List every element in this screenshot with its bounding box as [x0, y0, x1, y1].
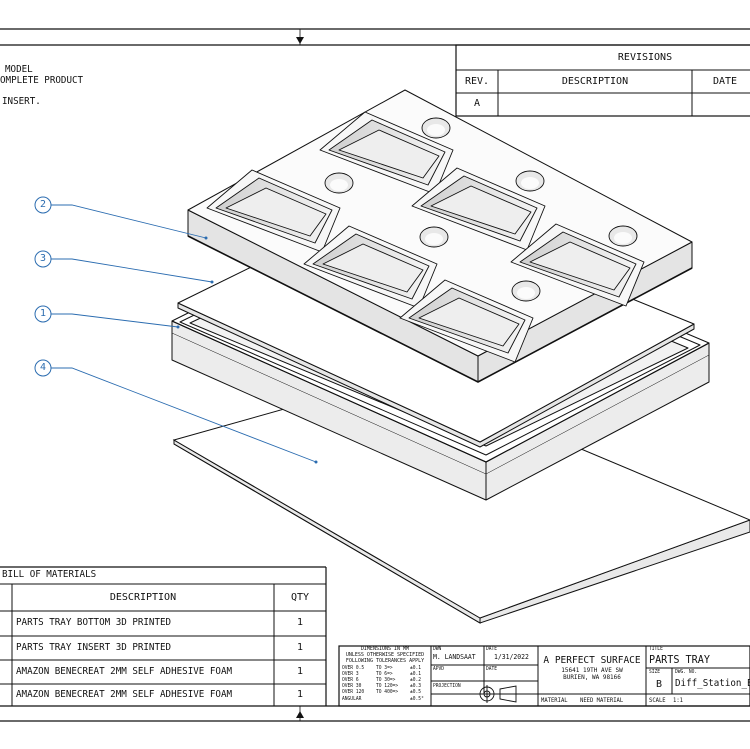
leader-lines — [51, 204, 317, 463]
tolerance-to: TO 6=> — [376, 671, 393, 677]
bom-row-description: AMAZON BENECREAT 2MM SELF ADHESIVE FOAM — [16, 689, 233, 700]
center-mark-arrows — [296, 37, 304, 718]
tolerance-value: ±0.1 — [410, 665, 422, 671]
balloon-1: 1 — [39, 308, 47, 319]
balloon-2: 2 — [39, 199, 47, 210]
bom-header-qty: QTY — [290, 592, 310, 603]
bom-row-qty: 1 — [296, 666, 304, 677]
note-line-1: MODEL — [5, 64, 33, 75]
revisions-table — [455, 44, 750, 117]
tolerance-value: ±0.5° — [410, 696, 424, 702]
tolerance-to: TO 400=> — [376, 689, 399, 695]
tolerance-header-3: FOLLOWING TOLERANCES APPLY — [345, 658, 425, 664]
bom-title: BILL OF MATERIALS — [2, 569, 97, 580]
bom-row-qty: 1 — [296, 689, 304, 700]
pocket — [411, 167, 546, 251]
bom-row-qty: 1 — [296, 642, 304, 653]
tolerance-header-2: UNLESS OTHERWISE SPECIFIED — [345, 652, 425, 658]
apvd-label: APVD — [433, 666, 445, 672]
tolerance-value: ±0.5 — [410, 689, 422, 695]
projection-label: PROJECTION — [433, 683, 461, 689]
balloon-circles — [34, 196, 52, 377]
pocket — [206, 169, 341, 253]
tolerance-range: ANGULAR — [342, 696, 362, 702]
bom-table — [0, 566, 327, 706]
revisions-title: REVISIONS — [617, 52, 673, 63]
apvd-date-label: DATE — [486, 666, 498, 672]
tolerance-to: TO 3=> — [376, 665, 393, 671]
pocket — [510, 223, 645, 307]
tolerance-range: OVER 3 — [342, 671, 359, 677]
tolerance-header-1: DIMENSIONS IN MM — [360, 646, 410, 652]
tolerance-range: OVER 30 — [342, 683, 362, 689]
bom-header-description: DESCRIPTION — [109, 592, 177, 603]
pocket — [303, 225, 438, 309]
tolerance-range: OVER 120 — [342, 689, 365, 695]
dwg-number-label: DWG. NO. — [675, 669, 698, 675]
dwn-label: DWN — [433, 646, 442, 652]
material-label: MATERIAL — [541, 697, 568, 704]
dwg-number-value: Diff_Station_E — [675, 678, 750, 689]
size-label: SIZE — [649, 669, 661, 675]
pocket — [319, 111, 454, 195]
revisions-row-rev: A — [473, 98, 481, 109]
note-line-3: INSERT. — [2, 96, 41, 107]
dwn-value: M. LANDSAAT — [433, 653, 476, 661]
material-value: NEED MATERIAL — [580, 697, 624, 704]
hole-array — [324, 117, 638, 302]
projection-symbol-icon — [477, 685, 517, 703]
balloon-3: 3 — [39, 253, 47, 264]
bom-row-description: PARTS TRAY INSERT 3D PRINTED — [16, 642, 172, 653]
note-line-2: OMPLETE PRODUCT — [0, 75, 84, 86]
balloon-4: 4 — [39, 362, 47, 373]
drawing-title: PARTS TRAY — [649, 653, 710, 666]
part-tray-insert-2 — [187, 89, 693, 383]
bom-row-description: AMAZON BENECREAT 2MM SELF ADHESIVE FOAM — [16, 666, 233, 677]
bom-row-description: PARTS TRAY BOTTOM 3D PRINTED — [16, 617, 172, 628]
scale-value: 1:1 — [673, 697, 683, 704]
tolerance-range: OVER 6 — [342, 677, 359, 683]
leader-dots — [176, 236, 318, 464]
company-name: A PERFECT SURFACE — [543, 655, 641, 666]
revisions-header-date: DATE — [712, 76, 738, 87]
tolerance-to: TO 120=> — [376, 683, 399, 689]
size-value: B — [655, 679, 663, 690]
part-foam-sheet-4 — [172, 374, 750, 624]
scale-label: SCALE — [649, 697, 666, 704]
company-address-2: BURIEN, WA 98166 — [563, 674, 621, 681]
revisions-header-rev: REV. — [464, 76, 490, 87]
dwn-date-label: DATE — [486, 646, 498, 652]
tolerance-to: TO 30=> — [376, 677, 396, 683]
dwn-date-value: 1/31/2022 — [494, 653, 529, 661]
title-block — [338, 645, 750, 707]
tolerance-value: ±0.3 — [410, 683, 422, 689]
bom-row-qty: 1 — [296, 617, 304, 628]
pocket — [399, 279, 534, 363]
tolerance-value: ±0.1 — [410, 671, 422, 677]
pocket-array — [206, 111, 645, 363]
tolerance-value: ±0.2 — [410, 677, 422, 683]
company-address-1: 15641 19TH AVE SW — [561, 667, 623, 674]
revisions-header-description: DESCRIPTION — [561, 76, 629, 87]
tolerance-range: OVER 0.5 — [342, 665, 365, 671]
title-label: TITLE — [649, 646, 663, 652]
